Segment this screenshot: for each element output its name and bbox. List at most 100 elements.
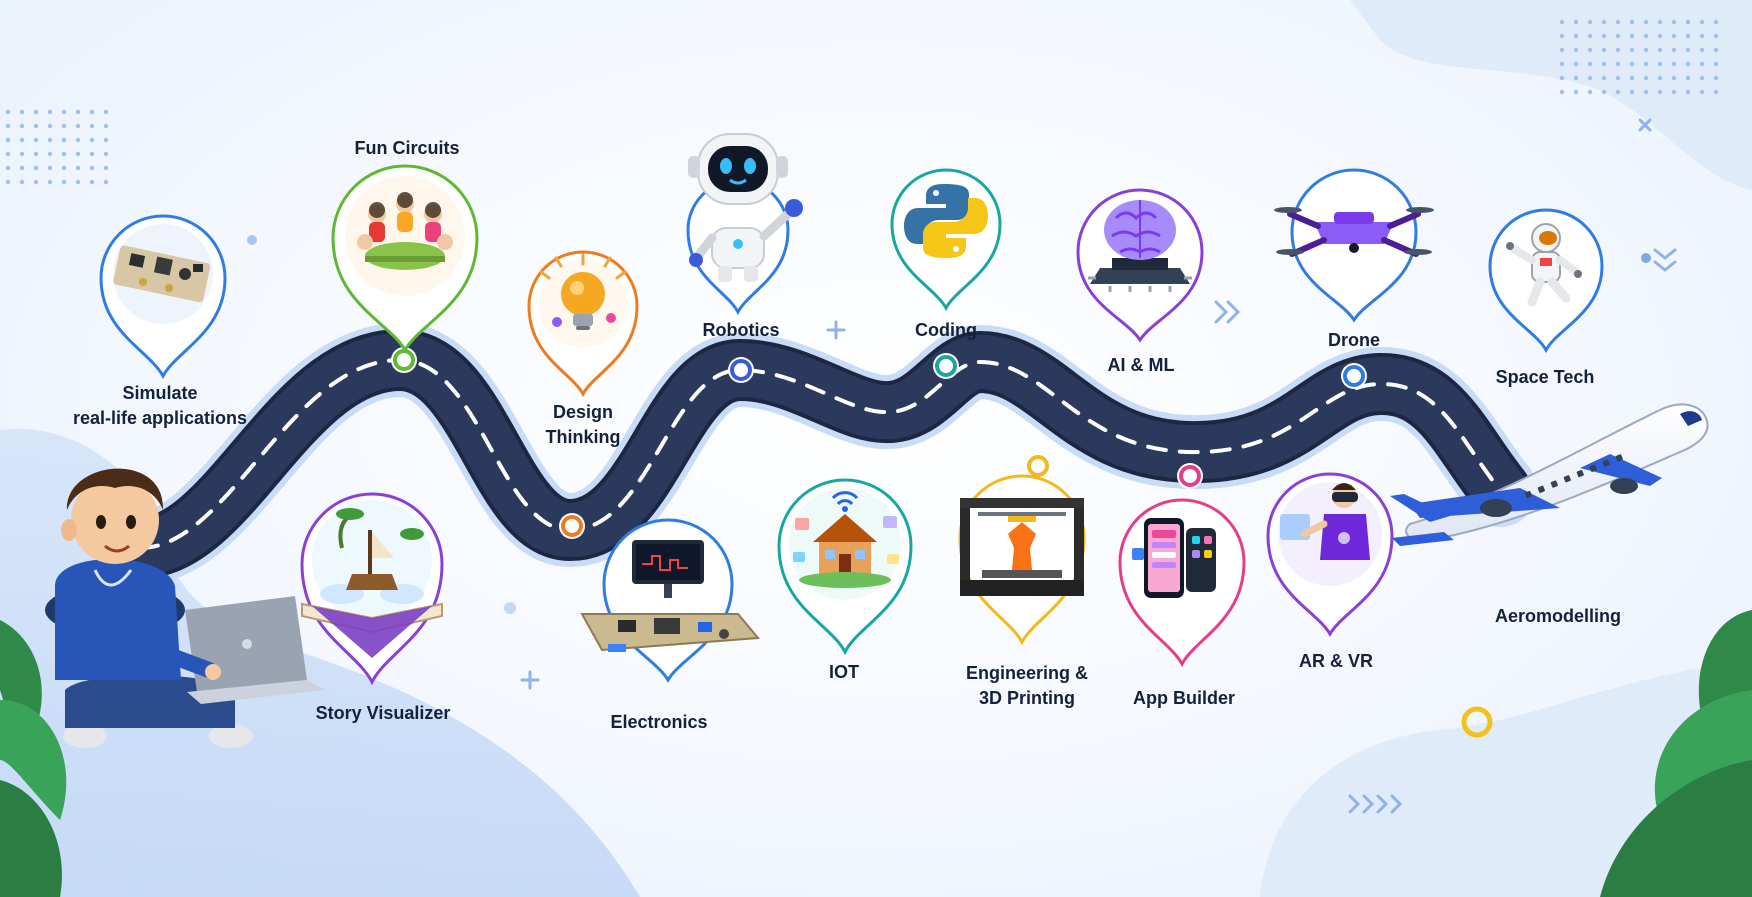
decorative-dot	[504, 602, 516, 614]
grid-dot	[1671, 47, 1677, 53]
road-marker	[728, 357, 754, 383]
milestone-label-simulate: Simulate real-life applications	[72, 383, 248, 428]
milestone-pin-ai-ml	[1076, 188, 1204, 343]
grid-dot	[1615, 75, 1621, 81]
grid-dot	[89, 179, 95, 185]
grid-dot	[1559, 75, 1565, 81]
grid-dot	[103, 165, 109, 171]
grid-dot	[5, 137, 11, 143]
grid-dot	[1629, 19, 1635, 25]
grid-dot	[33, 179, 39, 185]
grid-dot	[1685, 19, 1691, 25]
smart-home-icon	[793, 491, 899, 588]
grid-dot	[19, 165, 25, 171]
background-blob-top-right	[1350, 0, 1752, 190]
grid-dot	[1601, 75, 1607, 81]
milestone-label-fun-circuits: Fun Circuits	[354, 138, 460, 158]
grid-dot	[47, 165, 53, 171]
grid-dot	[1559, 89, 1565, 95]
road-marker	[559, 513, 585, 539]
grid-dot	[1699, 33, 1705, 39]
grid-dot	[89, 137, 95, 143]
milestone-pin-engineering	[958, 474, 1086, 646]
sparkle-decorations	[520, 118, 1677, 814]
dot-grid-decoration	[5, 109, 109, 185]
grid-dot	[33, 123, 39, 129]
milestone-pin-iot	[777, 478, 913, 656]
grid-dot	[61, 109, 67, 115]
grid-dot	[47, 151, 53, 157]
grid-dot	[1587, 75, 1593, 81]
grid-dot	[1671, 33, 1677, 39]
grid-dot	[103, 137, 109, 143]
grid-dot	[1615, 47, 1621, 53]
milestone-pin-story-visualizer	[300, 492, 444, 686]
grid-dot	[89, 123, 95, 129]
grid-dot	[1685, 89, 1691, 95]
grid-dot	[5, 179, 11, 185]
grid-dot	[47, 109, 53, 115]
grid-dot	[1713, 89, 1719, 95]
grid-dot	[1629, 75, 1635, 81]
grid-dot	[61, 151, 67, 157]
grid-dot	[1587, 47, 1593, 53]
grid-dot	[1587, 19, 1593, 25]
grid-dot	[1699, 89, 1705, 95]
grid-dot	[1685, 33, 1691, 39]
milestone-label-ar-vr: AR & VR	[1298, 651, 1374, 671]
grid-dot	[103, 123, 109, 129]
grid-dot	[1685, 61, 1691, 67]
milestone-label-iot: IOT	[829, 662, 859, 682]
milestone-label-design-thinking: Design Thinking	[545, 402, 621, 447]
grid-dot	[103, 151, 109, 157]
circuit-board-icon	[113, 245, 211, 303]
grid-dot	[47, 179, 53, 185]
milestone-pin-simulate	[99, 214, 227, 380]
milestone-label-story-visualizer: Story Visualizer	[315, 703, 451, 723]
grid-dot	[103, 109, 109, 115]
grid-dot	[1657, 89, 1663, 95]
student-with-laptop	[45, 468, 325, 748]
astronaut-icon	[1506, 223, 1582, 307]
lightbulb-icon	[539, 253, 627, 330]
grid-dot	[1671, 89, 1677, 95]
grid-dot	[1643, 75, 1649, 81]
milestone-pin-app-builder	[1118, 498, 1246, 668]
grid-dot	[1615, 89, 1621, 95]
grid-dot	[1601, 33, 1607, 39]
grid-dot	[47, 123, 53, 129]
grid-dot	[1573, 33, 1579, 39]
grid-dot	[1643, 33, 1649, 39]
grid-dot	[89, 151, 95, 157]
road-marker	[1177, 463, 1203, 489]
milestone-pin-ar-vr	[1266, 472, 1394, 637]
milestone-label-engineering: Engineering & 3D Printing	[965, 663, 1089, 708]
grid-dot	[1615, 61, 1621, 67]
grid-dot	[1615, 33, 1621, 39]
grid-dot	[19, 123, 25, 129]
plant-decoration	[1600, 610, 1752, 897]
grid-dot	[1713, 47, 1719, 53]
grid-dot	[75, 179, 81, 185]
grid-dot	[1601, 61, 1607, 67]
plant-decoration	[0, 620, 67, 897]
milestone-pin-space-tech	[1488, 208, 1604, 354]
grid-dot	[1657, 61, 1663, 67]
grid-dot	[1643, 89, 1649, 95]
grid-dot	[61, 123, 67, 129]
decorative-dot	[247, 235, 257, 245]
grid-dot	[1629, 47, 1635, 53]
grid-dot	[19, 151, 25, 157]
grid-dot	[1559, 61, 1565, 67]
grid-dot	[1601, 47, 1607, 53]
grid-dot	[1587, 89, 1593, 95]
grid-dot	[75, 137, 81, 143]
grid-dot	[1671, 19, 1677, 25]
milestone-label-app-builder: App Builder	[1133, 688, 1235, 708]
milestone-label-coding: Coding	[915, 320, 977, 340]
grid-dot	[1573, 47, 1579, 53]
dot-grid-decoration	[1559, 19, 1719, 95]
grid-dot	[1657, 19, 1663, 25]
grid-dot	[75, 165, 81, 171]
grid-dot	[5, 123, 11, 129]
